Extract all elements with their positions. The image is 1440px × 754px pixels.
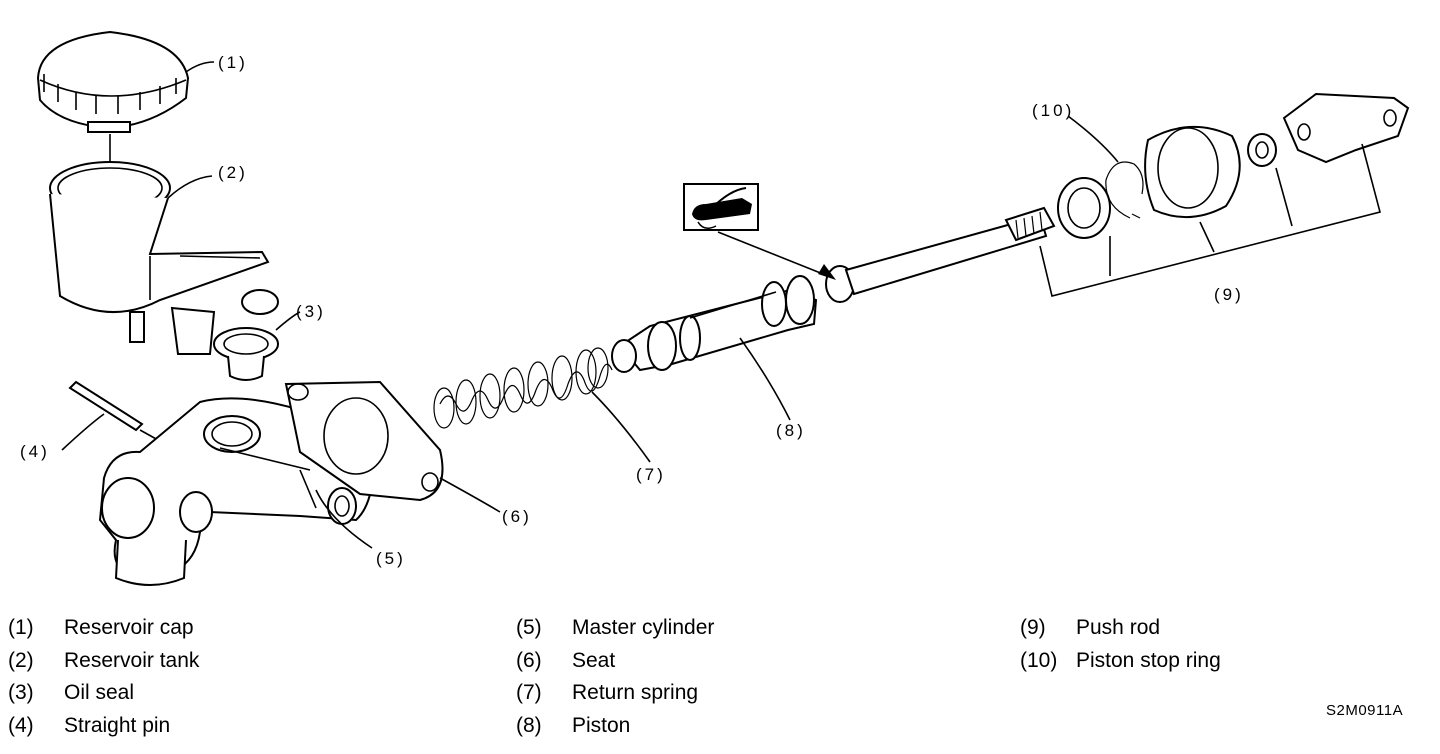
return-spring-part xyxy=(433,347,613,429)
legend-column-1: (1) Reservoir cap (2) Reservoir tank (3) Oi… xyxy=(8,612,199,742)
figure-code: S2M0911A xyxy=(1326,702,1404,719)
legend-number: (5) xyxy=(516,616,542,639)
callout-4: (4) xyxy=(20,442,50,461)
legend-number: (6) xyxy=(516,648,542,672)
push-rod-part xyxy=(825,92,1410,303)
legend-label: Master cylinder xyxy=(572,616,715,639)
callout-7: (7) xyxy=(636,465,666,484)
legend-item: (3) Oil seal xyxy=(8,677,199,710)
legend-item: (2) Reservoir tank xyxy=(8,645,199,678)
legend-label: Reservoir tank xyxy=(64,648,200,672)
legend-column-3: (9) Push rod (10) Piston stop ring xyxy=(1020,612,1221,677)
callout-10: (10) xyxy=(1032,101,1074,120)
callout-9: (9) xyxy=(1214,285,1244,304)
oil-seal-part xyxy=(213,327,279,381)
legend-number: (3) xyxy=(8,681,34,704)
legend-number: (8) xyxy=(516,713,542,737)
callout-5: (5) xyxy=(376,549,406,568)
legend-item: (1) Reservoir cap xyxy=(8,612,199,645)
callout-6: (6) xyxy=(502,507,532,526)
legend-label: Oil seal xyxy=(64,681,135,704)
legend-number: (4) xyxy=(8,713,34,737)
legend-item: (4) Straight pin xyxy=(8,710,199,743)
legend-number: (7) xyxy=(516,681,542,704)
callout-8: (8) xyxy=(776,421,806,440)
legend-label: Return spring xyxy=(572,681,699,704)
legend-label: Straight pin xyxy=(64,713,171,737)
legend-number: (10) xyxy=(1020,648,1058,672)
legend-number: (1) xyxy=(8,616,34,639)
legend-item: (10) Piston stop ring xyxy=(1020,645,1221,678)
piston-part xyxy=(611,275,818,373)
legend-label: Seat xyxy=(572,648,616,672)
legend-label: Push rod xyxy=(1076,616,1161,639)
legend-label: Piston stop ring xyxy=(1076,648,1221,672)
legend-item: (8) Piston xyxy=(516,710,714,743)
grease-apply-icon xyxy=(683,183,836,280)
legend-item: (9) Push rod xyxy=(1020,612,1221,645)
reservoir-tank-part xyxy=(49,161,279,355)
legend-label: Piston xyxy=(572,713,631,737)
piston-stop-ring-part xyxy=(1105,161,1144,219)
legend-item: (5) Master cylinder xyxy=(516,612,714,645)
callout-3: (3) xyxy=(296,302,326,321)
exploded-parts-diagram: (1) (2) (3) (4) (5) (6) (7) (8) (9) (10) xyxy=(20,30,1410,586)
legend-number: (2) xyxy=(8,648,34,672)
reservoir-cap-part xyxy=(36,30,190,192)
seat-part xyxy=(284,380,444,502)
leader-lines xyxy=(61,61,1119,549)
legend-label: Reservoir cap xyxy=(64,616,194,639)
legend-item: (6) Seat xyxy=(516,645,714,678)
legend-item: (7) Return spring xyxy=(516,677,714,710)
legend-number: (9) xyxy=(1020,616,1046,639)
legend-column-2: (5) Master cylinder (6) Seat (7) Return spr… xyxy=(516,612,714,742)
callout-1: (1) xyxy=(218,53,248,72)
callout-2: (2) xyxy=(218,163,248,182)
